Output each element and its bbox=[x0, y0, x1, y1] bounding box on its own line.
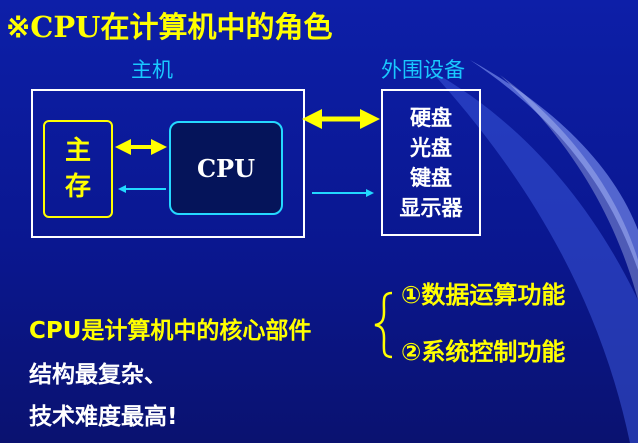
cpu-label: CPU bbox=[196, 153, 256, 183]
host-box bbox=[31, 89, 305, 238]
slide-title: ※CPU在计算机中的角色 bbox=[6, 10, 333, 44]
core-statement: CPU是计算机中的核心部件 bbox=[29, 318, 312, 344]
function-computation: ①数据运算功能 bbox=[401, 281, 566, 309]
memory-box: 主 存 bbox=[43, 120, 113, 218]
function-brace bbox=[374, 291, 393, 359]
device-hard-disk: 硬盘 bbox=[410, 105, 452, 130]
memory-label-line-2: 存 bbox=[64, 172, 91, 202]
device-display: 显示器 bbox=[399, 195, 463, 220]
cpu-box: CPU bbox=[169, 121, 283, 215]
peripheral-label: 外围设备 bbox=[381, 58, 465, 82]
memory-label-line-1: 主 bbox=[64, 136, 91, 166]
device-optical-disk: 光盘 bbox=[410, 135, 452, 160]
function-control: ②系统控制功能 bbox=[401, 338, 566, 366]
note-structure: 结构最复杂、 bbox=[29, 362, 167, 388]
device-keyboard: 键盘 bbox=[410, 165, 452, 190]
peripheral-devices-box: 硬盘 光盘 键盘 显示器 bbox=[381, 89, 481, 236]
note-difficulty: 技术难度最高! bbox=[29, 404, 178, 430]
host-label: 主机 bbox=[131, 58, 173, 82]
